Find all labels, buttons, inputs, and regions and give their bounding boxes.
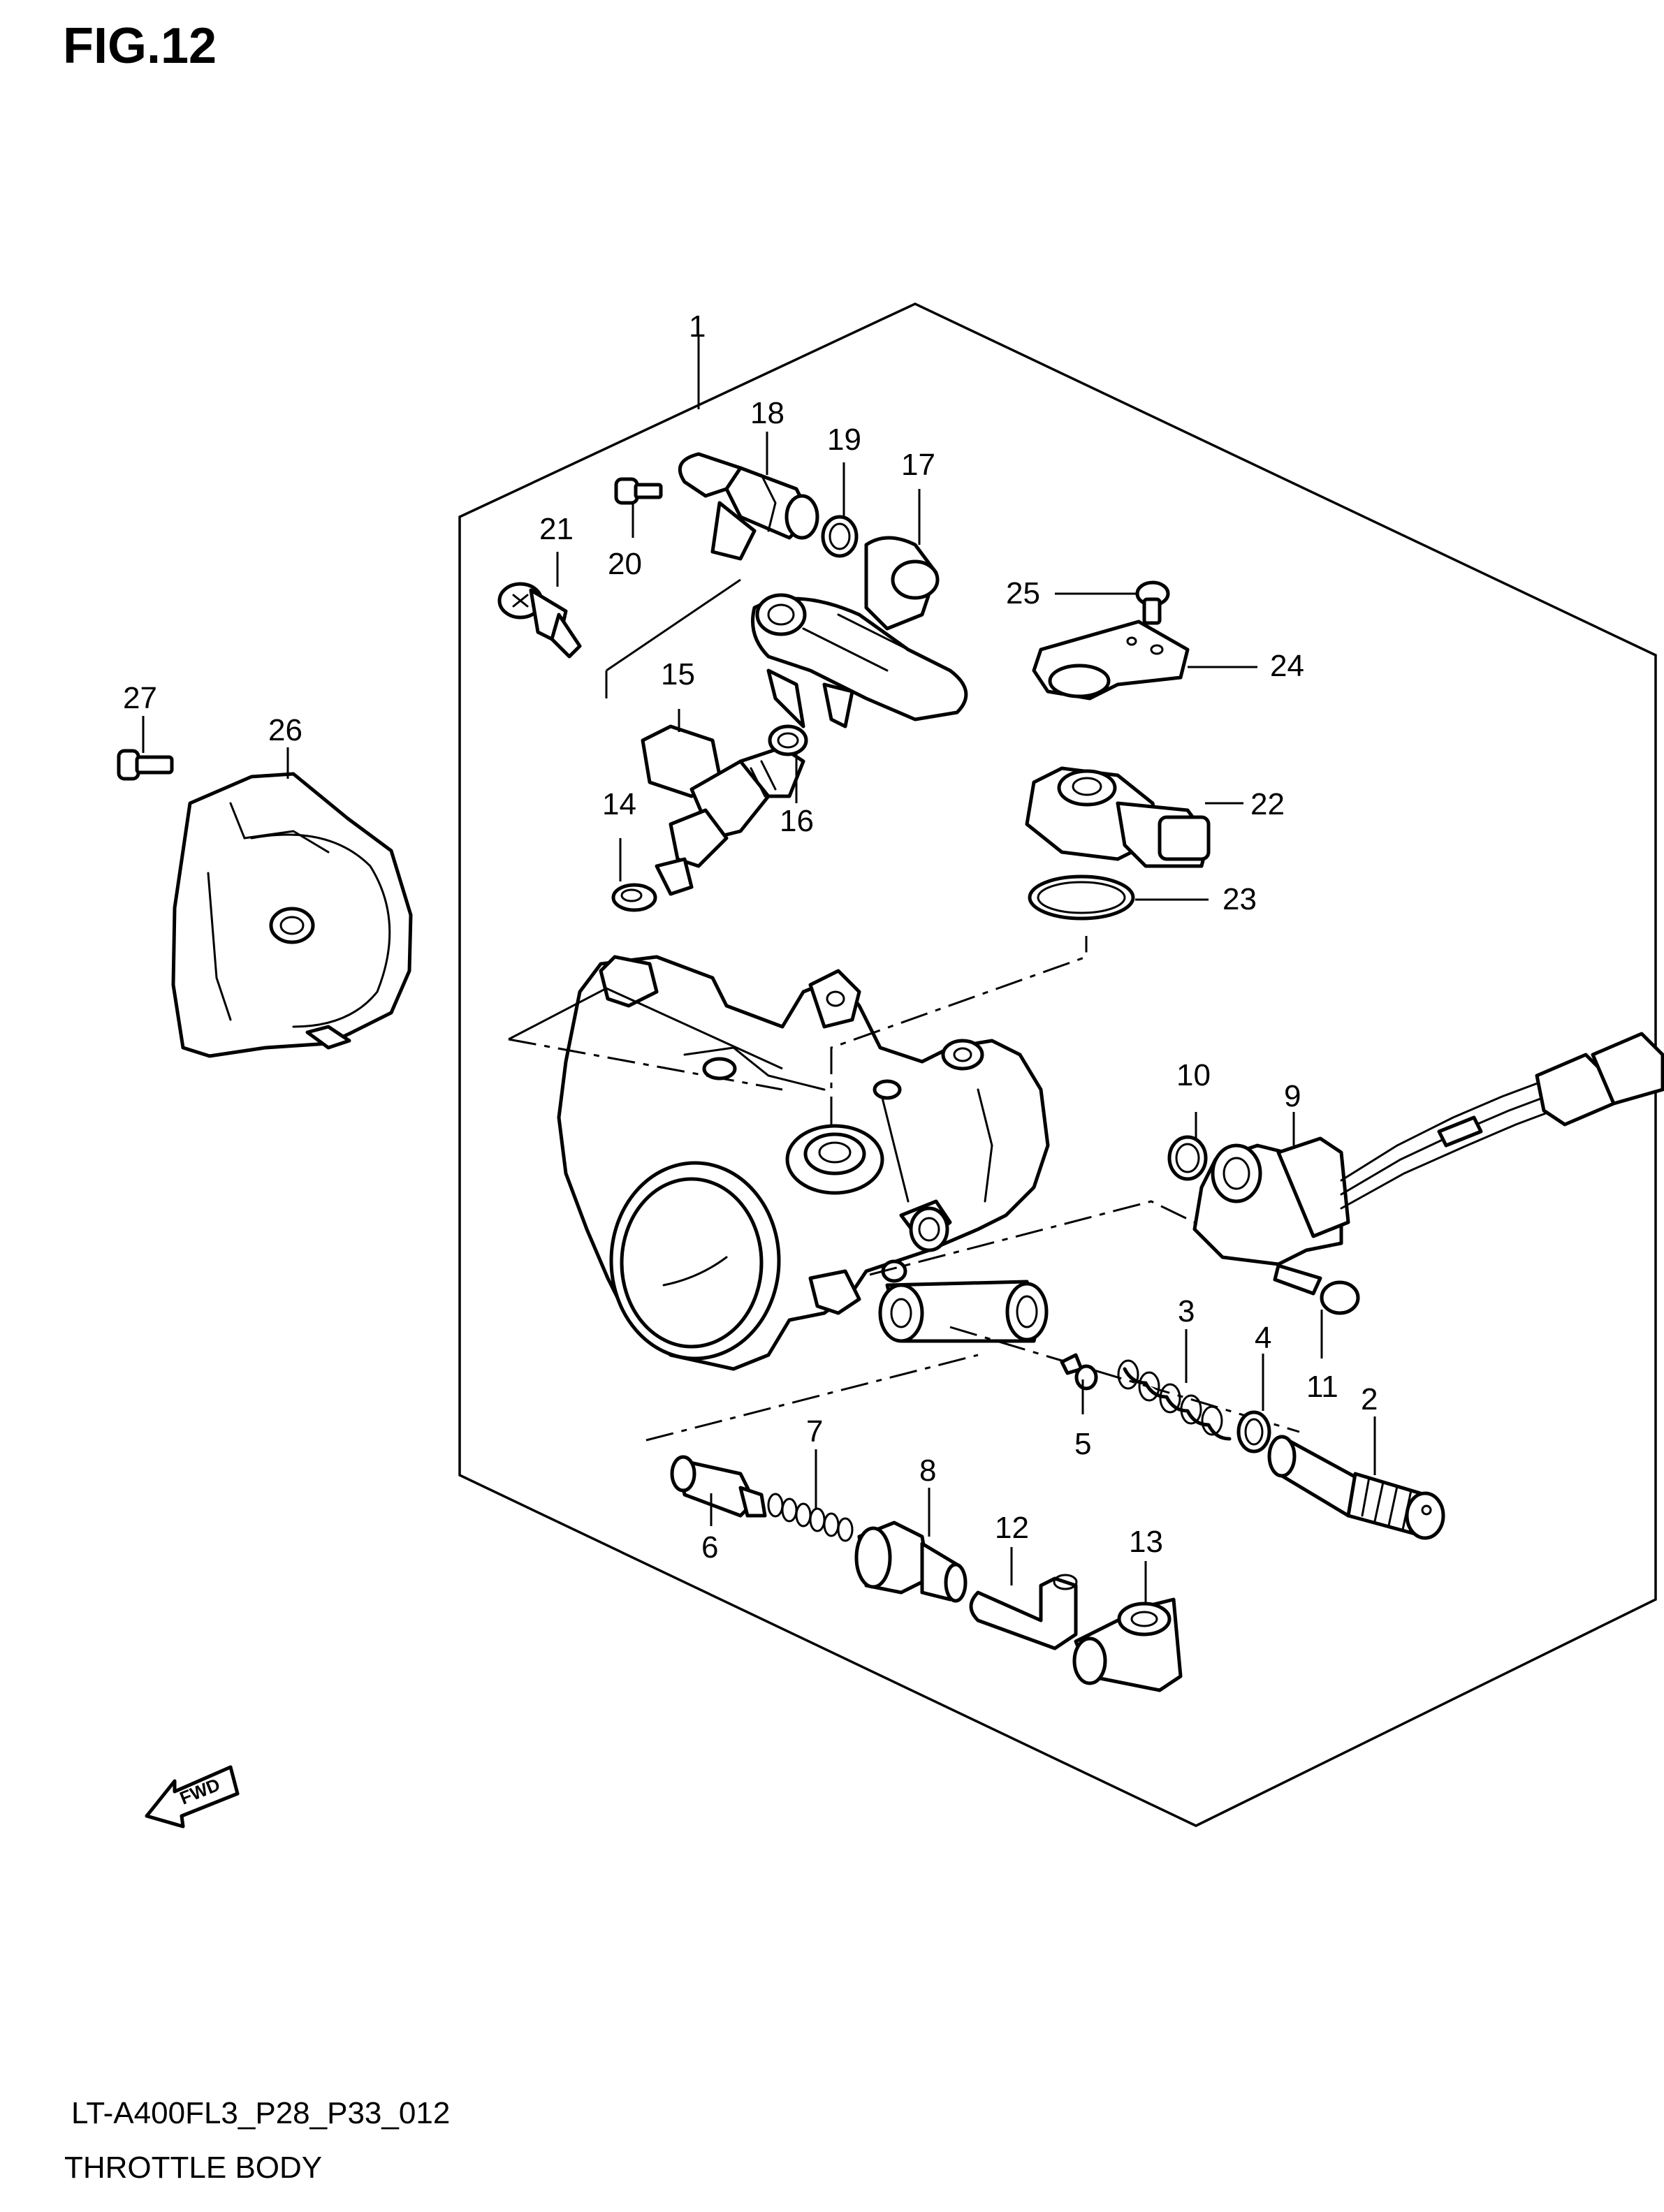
- spring-3-part: [1117, 1359, 1232, 1441]
- callout-15: 15: [661, 657, 695, 691]
- screw-5-part: [1060, 1353, 1098, 1391]
- o-ring-23-part: [1028, 874, 1135, 921]
- callout-21: 21: [539, 512, 574, 546]
- o-ring-19-part: [821, 515, 859, 558]
- o-ring-19-inner: [829, 522, 851, 550]
- callout-14: 14: [602, 787, 636, 821]
- fwd-arrow-icon: FWD: [145, 1765, 240, 1829]
- callout-22: 22: [1250, 787, 1285, 821]
- elbow-13-part: [1072, 1597, 1183, 1692]
- tps-9-part: [1192, 1032, 1664, 1266]
- injector-15-part: [641, 724, 805, 896]
- callout-26: 26: [268, 713, 302, 747]
- cover-part: [171, 772, 413, 1058]
- adjusting-screw-2-part: [1267, 1435, 1445, 1540]
- callout-27: 27: [123, 681, 157, 715]
- hose-12-part: [969, 1574, 1078, 1650]
- screw-21-part: [497, 582, 582, 659]
- plunger-6-part: [670, 1455, 767, 1518]
- o-ring-4-part: [1236, 1410, 1271, 1453]
- leader-lines: [142, 432, 1376, 1603]
- o-ring-23-inner: [1037, 881, 1126, 914]
- callout-5: 5: [1074, 1427, 1091, 1461]
- alignment-lines: [508, 578, 1300, 1442]
- figure-caption: THROTTLE BODY: [64, 2151, 322, 2185]
- sensor-22-part: [1025, 766, 1211, 868]
- callout-13: 13: [1129, 1525, 1163, 1559]
- o-ring-10-inner: [1175, 1143, 1200, 1173]
- assembly-boundary: [458, 302, 1657, 1827]
- callout-18: 18: [750, 396, 784, 430]
- callout-10: 10: [1176, 1058, 1211, 1092]
- model-code: LT-A400FL3_P28_P33_012: [71, 2096, 450, 2130]
- o-ring-16-part: [768, 724, 808, 756]
- figure-title: FIG.12: [63, 18, 217, 74]
- callout-1: 1: [689, 309, 706, 344]
- throttle-body-part: [557, 955, 1050, 1371]
- callout-3: 3: [1178, 1294, 1195, 1328]
- callout-2: 2: [1361, 1382, 1378, 1416]
- callout-24: 24: [1270, 649, 1304, 683]
- callout-25: 25: [1006, 576, 1040, 610]
- callout-7: 7: [806, 1414, 823, 1449]
- screw-11-part: [1273, 1264, 1360, 1315]
- callout-20: 20: [608, 547, 642, 581]
- callout-11: 11: [1306, 1370, 1338, 1404]
- cushion-14-part: [611, 883, 657, 912]
- callout-23: 23: [1223, 882, 1257, 916]
- valve-8-part: [854, 1521, 968, 1603]
- delivery-pipe-17-part: [751, 536, 968, 728]
- callout-12: 12: [995, 1511, 1029, 1545]
- callout-4: 4: [1255, 1321, 1271, 1355]
- pipe-joint-18-part: [678, 452, 819, 561]
- callout-17: 17: [901, 448, 935, 482]
- callout-19: 19: [827, 423, 861, 457]
- callout-16: 16: [780, 804, 814, 838]
- cushion-14-inner: [620, 888, 643, 902]
- o-ring-4-inner: [1244, 1418, 1264, 1446]
- o-ring-16-inner: [777, 732, 799, 749]
- screw-25-part: [1135, 580, 1170, 625]
- screw-27-part: [117, 749, 174, 781]
- spring-7-part: [767, 1493, 854, 1542]
- bypass-barrel-part: [878, 1280, 1049, 1343]
- bracket-24-part: [1032, 620, 1190, 701]
- o-ring-10-part: [1167, 1135, 1208, 1181]
- callout-numbers: 1 2 3 4 5 6 7 8 9 10 11 12 13 14 15 16 1…: [123, 309, 1378, 1565]
- screw-20-part: [614, 477, 663, 505]
- callout-8: 8: [919, 1453, 936, 1488]
- callout-6: 6: [701, 1530, 718, 1565]
- callout-9: 9: [1284, 1079, 1301, 1113]
